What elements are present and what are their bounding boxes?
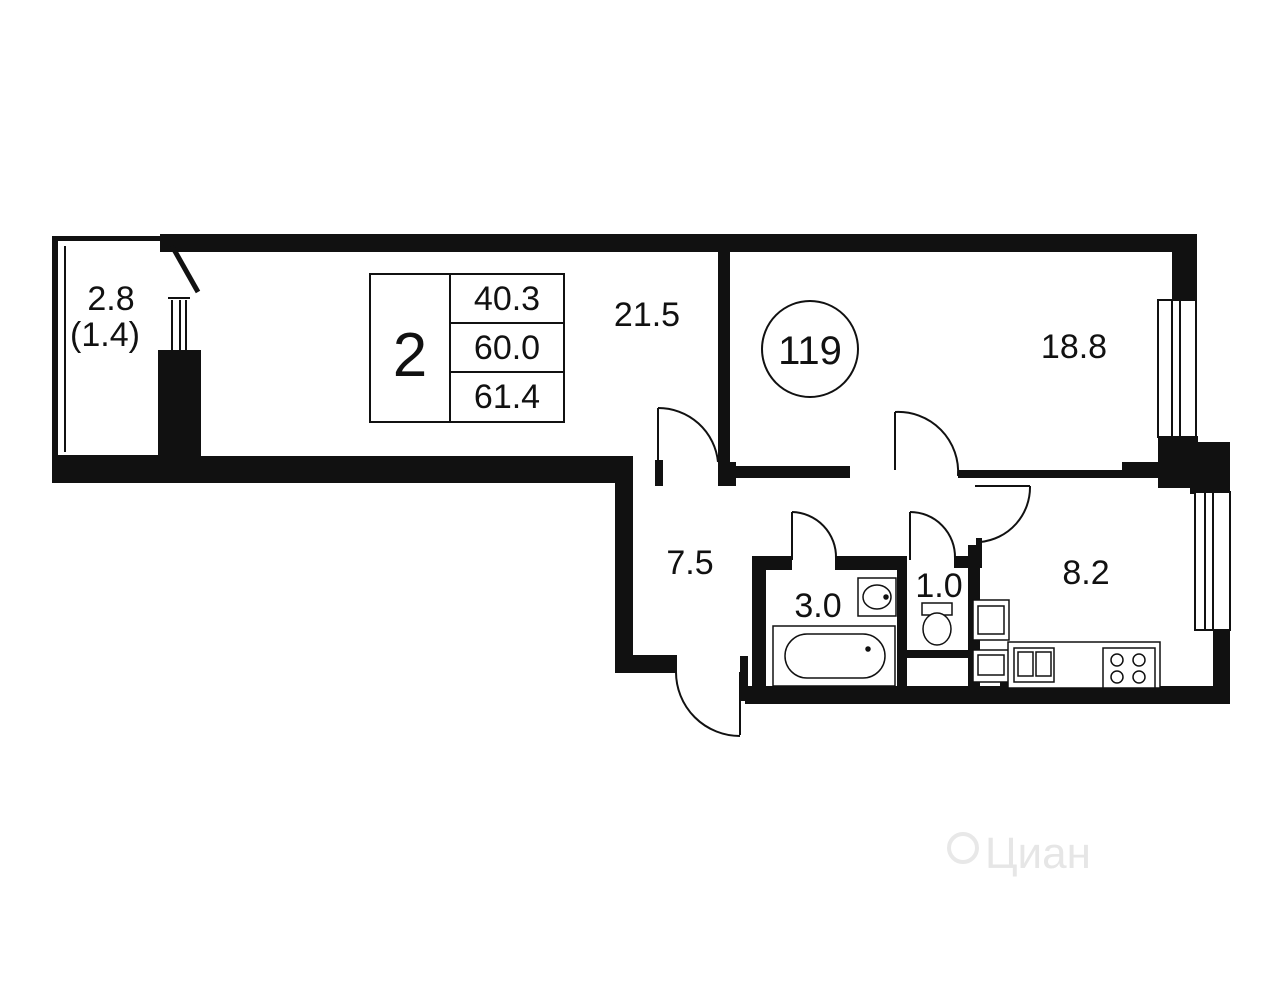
door-entrance [675, 671, 741, 737]
door-kitchen [975, 485, 1032, 543]
wall-bath-right [897, 556, 907, 691]
bedroom-area: 18.8 [1041, 328, 1107, 366]
watermark-logo-icon [947, 832, 979, 864]
wall-kitchen-left-top [976, 538, 982, 568]
balcony-door [168, 244, 201, 350]
toilet-icon [921, 602, 953, 646]
total-area: 60.0 [474, 329, 540, 367]
wall-living-bottom [158, 456, 633, 483]
apartment-number-circle [761, 300, 859, 398]
doors [657, 406, 1032, 737]
sink-icon [857, 577, 897, 617]
wall-balcony-bottom [52, 455, 160, 483]
total-area-with-balcony: 61.4 [474, 378, 540, 416]
door-toilet [909, 511, 957, 560]
kitchen-sink-icon [1013, 647, 1055, 683]
walls [52, 234, 1230, 704]
hall-area: 7.5 [666, 544, 713, 582]
summary-box [369, 273, 565, 423]
summary-box-frame [369, 273, 565, 423]
wall-bottom-kitchen [745, 686, 1230, 704]
wall-living-bedroom [718, 252, 730, 486]
balcony-rail-top [52, 236, 162, 241]
bathtub-icon [772, 625, 896, 687]
balcony-rail-left [52, 236, 58, 458]
living-area: 40.3 [474, 280, 540, 318]
balcony-area: 2.8 [87, 280, 134, 318]
wall-hall-stub-a [655, 460, 663, 486]
wall-bedroom-bottom-a [730, 466, 850, 478]
apartment-number: 119 [778, 329, 842, 373]
toilet-area: 1.0 [915, 567, 962, 605]
door-living [657, 406, 719, 463]
room-count: 2 [393, 321, 427, 390]
wall-bath-left [752, 556, 766, 691]
wall-bedroom-bottom-b [958, 470, 1124, 478]
windows [168, 244, 1231, 631]
wall-right-corner [1190, 442, 1230, 494]
wall-hall-left [615, 473, 633, 673]
living-room-area: 21.5 [614, 296, 680, 334]
wall-right-top [1172, 234, 1197, 302]
wall-hall-bottom [615, 655, 677, 673]
wall-bath-top-b [835, 556, 907, 570]
watermark: Циан [947, 829, 1091, 878]
kitchen-area: 8.2 [1062, 554, 1109, 592]
door-bathroom [791, 511, 838, 560]
wall-right-lower [1213, 628, 1230, 704]
fixtures [772, 577, 1161, 689]
wall-toilet-bottom [907, 650, 970, 658]
balcony-rail-left-inner [64, 246, 66, 452]
door-bedroom [894, 410, 960, 477]
bathroom-area: 3.0 [794, 587, 841, 625]
wall-hall-stub-b [740, 656, 748, 701]
window-bedroom [1157, 299, 1197, 438]
stove-icon [1102, 647, 1156, 689]
wall-bedroom-bottom-c [1122, 462, 1162, 478]
watermark-text: Циан [985, 829, 1091, 878]
washer-icon [972, 599, 1010, 683]
balcony-reduced-area: (1.4) [70, 316, 140, 354]
wall-top [160, 234, 1197, 252]
window-kitchen [1194, 491, 1231, 631]
